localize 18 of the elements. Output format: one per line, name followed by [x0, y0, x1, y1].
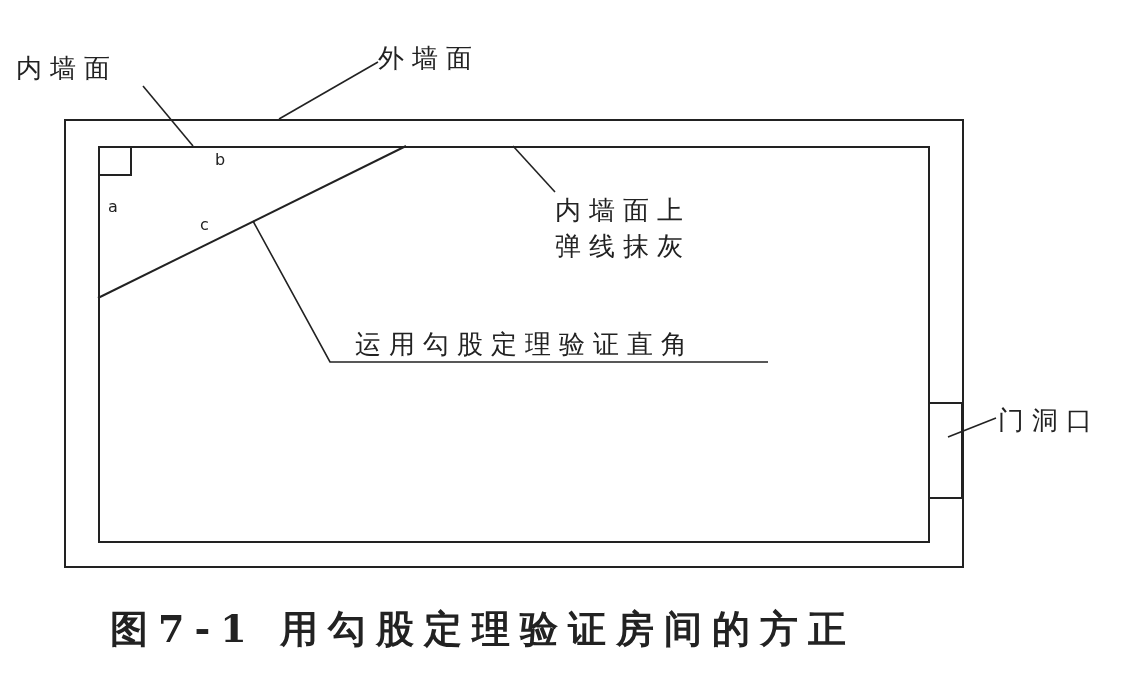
side-letter: c — [200, 216, 209, 234]
figure-caption: 图7-1 用勾股定理验证房间的方正 — [110, 605, 856, 653]
hypotenuse-line — [98, 146, 406, 298]
callout-text: 门洞口 — [998, 402, 1108, 438]
outer-wall — [64, 119, 964, 568]
callout-text: 内墙面 — [16, 50, 146, 86]
callout-text: 运用勾股定理验证直角 — [355, 326, 735, 360]
door-opening — [928, 402, 963, 499]
leader-line — [142, 85, 194, 147]
leader-line — [512, 145, 556, 193]
leader-line — [947, 417, 997, 438]
side-letter: a — [108, 198, 118, 216]
leader-line — [252, 220, 769, 363]
leader-line — [278, 61, 379, 120]
callout-text: 外墙面 — [378, 40, 488, 76]
callout-text: 内墙面上弹线抹灰 — [555, 192, 695, 264]
side-letter: b — [215, 151, 226, 169]
inner-wall — [98, 146, 930, 543]
